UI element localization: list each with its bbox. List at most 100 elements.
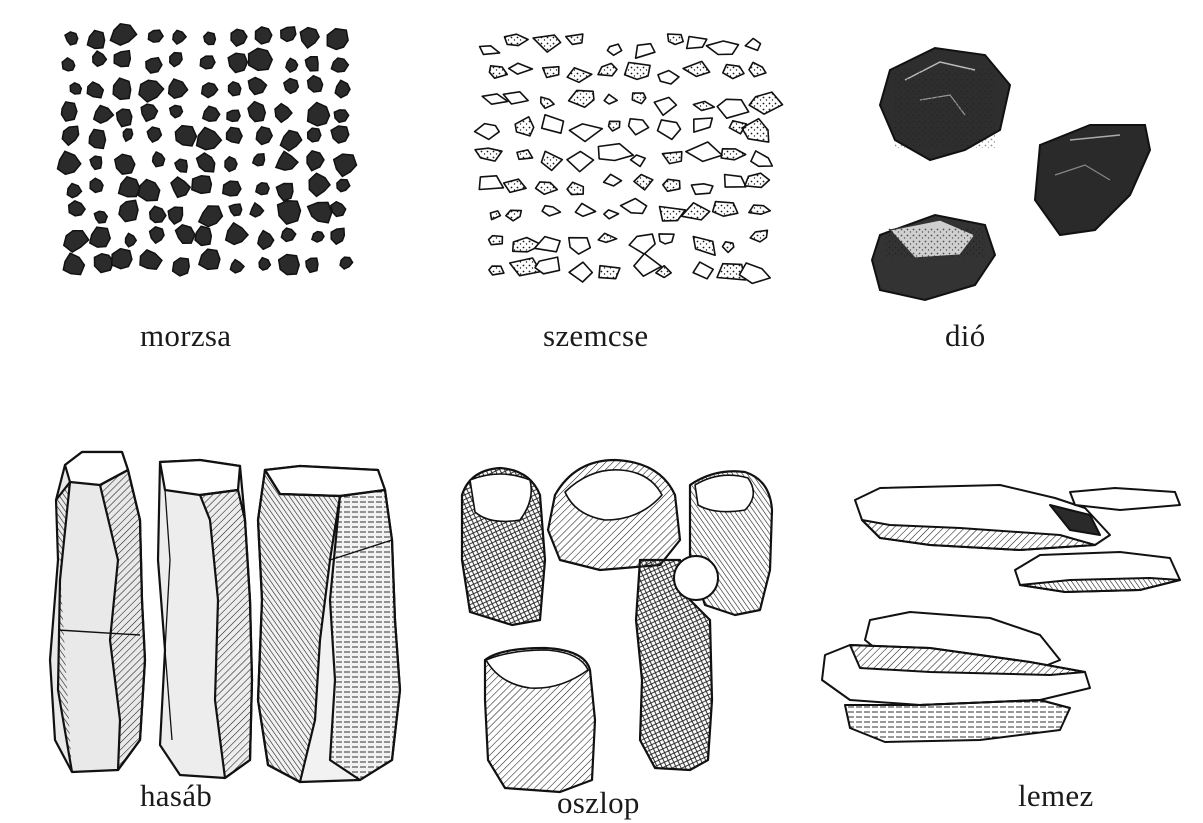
- grain-particle: [598, 144, 633, 161]
- grain-particle: [542, 206, 560, 216]
- grain-particle: [604, 94, 617, 104]
- crumb-particle: [312, 232, 324, 243]
- grain-particle: [713, 202, 738, 217]
- crumb-particle: [337, 180, 350, 192]
- grain-particle: [631, 155, 646, 167]
- crumb-particle: [231, 29, 247, 46]
- crumb-particle: [229, 204, 242, 216]
- grain-particle: [658, 71, 679, 85]
- grain-particle: [693, 262, 713, 279]
- crumb-particle: [93, 51, 107, 66]
- grain-particle: [567, 151, 594, 171]
- crumb-particle: [115, 154, 135, 174]
- crumb-particle: [280, 131, 301, 151]
- grain-particle: [687, 37, 707, 49]
- grain-particle: [745, 38, 760, 50]
- crumb-particle: [276, 151, 298, 170]
- crumb-particle: [256, 183, 269, 195]
- crumb-particle: [175, 126, 196, 146]
- crumb-particle: [123, 129, 132, 141]
- crumb-particle: [90, 156, 102, 169]
- grain-particle: [660, 207, 686, 221]
- grain-particle: [535, 237, 561, 252]
- grain-particle: [749, 205, 770, 214]
- crumb-particle: [197, 153, 215, 172]
- crumb-particle: [114, 51, 130, 67]
- grain-particle: [569, 238, 591, 254]
- crumb-particle: [275, 104, 292, 123]
- crumb-particle: [95, 254, 114, 273]
- grain-particle: [489, 236, 503, 245]
- crumb-particle: [173, 30, 186, 44]
- crumb-particle: [230, 260, 244, 273]
- grain-particle: [636, 44, 655, 59]
- crumb-particle: [89, 129, 105, 148]
- grain-particle: [541, 97, 554, 108]
- grain-particle: [480, 46, 500, 55]
- grain-particle: [515, 117, 534, 136]
- crumb-particle: [113, 78, 131, 99]
- crumb-particle: [305, 57, 318, 71]
- grain-particle: [632, 93, 646, 104]
- crumb-particle: [204, 32, 216, 44]
- crumb-particle: [300, 28, 319, 49]
- crumb-particle: [169, 79, 188, 98]
- label-hasab: hasáb: [140, 778, 212, 814]
- crumb-particle: [67, 184, 81, 198]
- grain-particle: [598, 63, 617, 75]
- crumb-particle: [192, 176, 212, 194]
- crumb-particle: [126, 233, 137, 246]
- grain-particle: [663, 179, 680, 191]
- crumb-particle: [175, 159, 187, 172]
- grain-particle: [569, 124, 602, 142]
- grain-particle: [654, 97, 676, 115]
- crumb-particle: [140, 250, 162, 269]
- crumb-particle: [281, 228, 295, 241]
- crumb-particle: [119, 177, 140, 197]
- crumb-particle: [278, 201, 301, 224]
- crumb-particle: [200, 56, 215, 69]
- crumb-particle: [308, 202, 332, 222]
- crumb-particle: [334, 110, 348, 122]
- crumb-particle: [255, 27, 271, 44]
- grain-particle: [721, 149, 746, 160]
- grain-particle: [490, 211, 500, 220]
- crumb-particle: [225, 157, 237, 172]
- grain-particle: [567, 182, 583, 194]
- oszlop-illustration: [462, 460, 772, 792]
- grain-particle: [717, 99, 749, 118]
- crumb-particle: [331, 58, 348, 72]
- crumb-particle: [253, 154, 265, 166]
- crumb-particle: [248, 78, 266, 95]
- crumb-particle: [65, 32, 78, 45]
- grain-particle: [749, 92, 782, 114]
- crumb-particle: [119, 200, 138, 221]
- crumb-particle: [153, 152, 165, 167]
- grain-particle: [693, 237, 715, 256]
- crumb-particle: [197, 127, 222, 149]
- crumb-particle: [70, 83, 81, 94]
- szemcse-illustration: [475, 34, 783, 283]
- crumb-particle: [258, 231, 274, 250]
- grain-particle: [517, 150, 533, 159]
- crumb-particle: [112, 249, 132, 269]
- crumb-particle: [176, 225, 195, 243]
- grain-particle: [604, 174, 622, 186]
- grain-particle: [683, 61, 710, 76]
- crumb-particle: [87, 82, 103, 98]
- crumb-particle: [64, 231, 89, 252]
- grain-particle: [706, 41, 738, 55]
- crumb-particle: [223, 181, 241, 196]
- grain-particle: [542, 115, 564, 133]
- crumb-particle: [150, 206, 166, 222]
- crumb-particle: [259, 258, 270, 270]
- crumb-particle: [94, 106, 114, 124]
- grain-particle: [536, 182, 558, 194]
- grain-particle: [686, 142, 722, 161]
- crumb-particle: [249, 48, 273, 70]
- grain-particle: [569, 90, 594, 107]
- grain-particle: [629, 234, 655, 254]
- morzsa-illustration: [58, 24, 357, 276]
- crumb-particle: [308, 103, 330, 126]
